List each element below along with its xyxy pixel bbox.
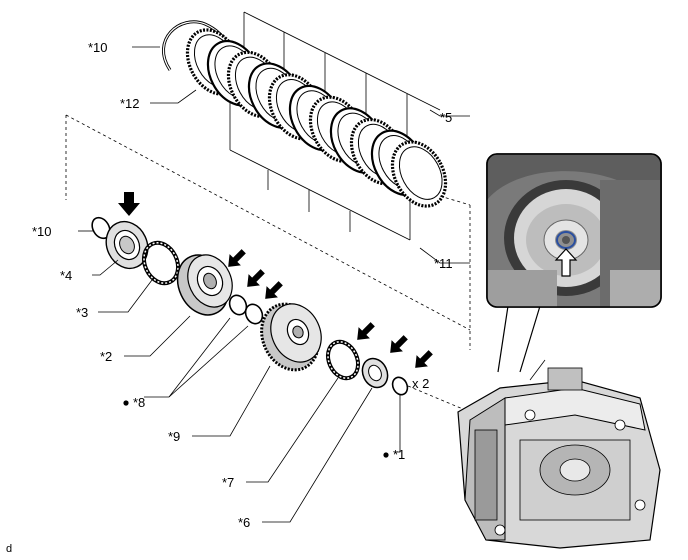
callout-8: *8: [133, 395, 145, 410]
leader-lines: [78, 46, 470, 523]
o-ring-1: [391, 376, 409, 396]
clutch-plate: [390, 140, 448, 208]
callout-11: *11: [434, 256, 453, 271]
o-ring-8b: [244, 303, 264, 325]
arrow-down-left-icon-8b: [265, 281, 283, 299]
arrow-down-icon: [118, 192, 140, 216]
callout-7: *7: [222, 475, 234, 490]
arrow-down-left-icon-1: [415, 350, 433, 368]
callout-4: *4: [60, 268, 72, 283]
callout-3: *3: [76, 305, 88, 320]
part-7-thrust-bearing: [325, 339, 361, 381]
arrow-down-left-icon-7: [357, 322, 375, 340]
clutch-plates: [185, 28, 448, 208]
part-9-hub: [260, 302, 322, 372]
quantity-label: x 2: [412, 376, 429, 391]
callout-labels: *10 *12 *5 *11 *10 *4 *3 *2 *8 *9 *7 *6 …: [6, 40, 453, 555]
callout-2: *2: [100, 349, 112, 364]
callout-1: *1: [393, 447, 405, 462]
filled-dot-icon-8: [123, 400, 129, 406]
callout-6: *6: [238, 515, 250, 530]
part-2-drum: [176, 254, 233, 316]
detail-inset: [486, 153, 662, 373]
callout-10-left: *10: [32, 224, 52, 239]
part-6-washer: [361, 357, 389, 389]
arrow-up-icon: [554, 248, 578, 277]
transaxle-case: [457, 359, 661, 549]
arrow-down-left-icon-2: [228, 249, 246, 267]
callout-5: *5: [440, 110, 452, 125]
o-ring-8a: [228, 294, 248, 316]
part-3-bearing: [141, 240, 181, 286]
push-direction-arrows: [118, 192, 433, 368]
callout-9: *9: [168, 429, 180, 444]
clutch-pack-stack: [162, 11, 448, 241]
arrow-down-left-icon-6: [390, 335, 408, 353]
callout-12: *12: [120, 96, 140, 111]
arrow-down-left-icon-8a: [247, 269, 265, 287]
callout-10-top: *10: [88, 40, 108, 55]
filled-dot-icon-1: [383, 452, 389, 458]
dashed-assembly-outline: [65, 114, 471, 413]
figure-id: d: [6, 543, 12, 555]
part-4-retainer: [105, 220, 149, 270]
